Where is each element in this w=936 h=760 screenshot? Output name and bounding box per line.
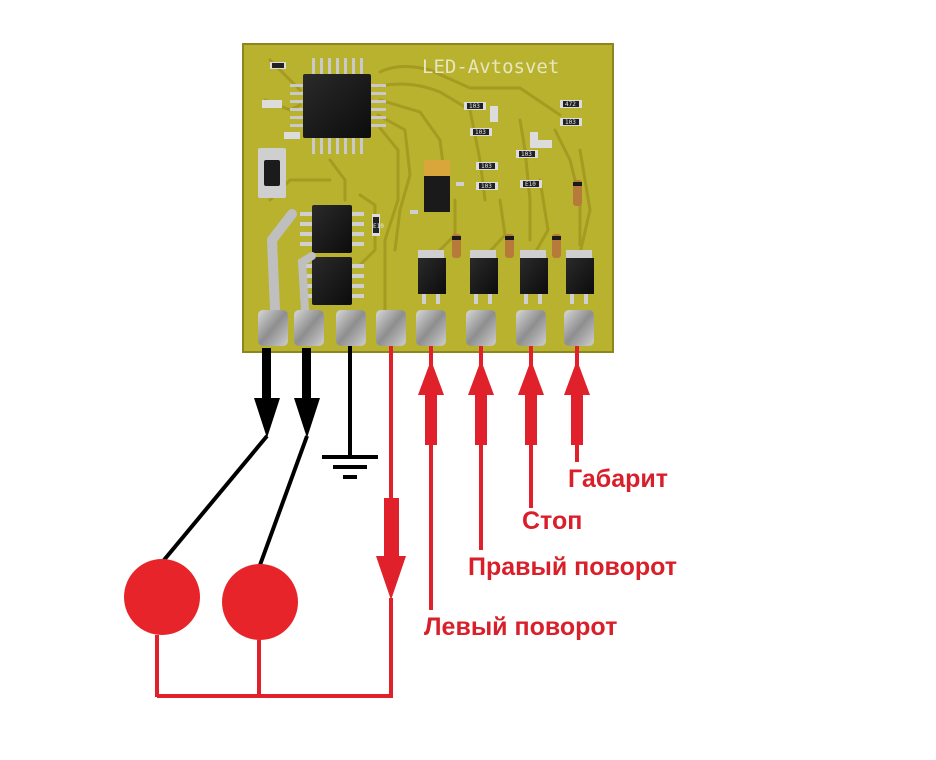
capacitor-smd — [262, 100, 282, 108]
transistor-4 — [566, 250, 594, 304]
component-code: 103 — [521, 151, 532, 158]
component-code: 103 — [481, 183, 492, 190]
diode-array — [452, 180, 582, 258]
lamp-icon — [124, 559, 200, 635]
driver-chip-upper — [300, 205, 364, 253]
input-right-turn — [468, 346, 494, 550]
input-left-turn — [418, 346, 444, 610]
arrow-up-icon — [418, 360, 444, 395]
red-common-wire — [155, 346, 406, 698]
solder-pads — [258, 310, 594, 346]
pad-right-turn — [466, 310, 496, 346]
pcb-board: LED-Avtosvet — [242, 43, 614, 353]
pad-lamp-1 — [258, 310, 288, 346]
label-left-turn: Левый поворот — [424, 613, 617, 641]
silkscreen-title: LED-Avtosvet — [422, 56, 559, 78]
voltage-regulator — [424, 176, 450, 212]
component-code: 103 — [469, 103, 480, 110]
microcontroller-chip — [290, 58, 386, 154]
arrow-down-icon — [376, 556, 406, 600]
resistor-array — [372, 100, 582, 236]
red-input-wires — [418, 346, 590, 610]
component-code: 472 — [565, 101, 576, 108]
pad-left-turn — [416, 310, 446, 346]
output-transistors — [418, 250, 594, 304]
pad-ground — [336, 310, 366, 346]
lamp-icon — [222, 564, 298, 640]
component-code: 103 — [481, 163, 492, 170]
arrow-down-icon — [254, 398, 280, 438]
black-output-wires — [162, 348, 320, 566]
power-trace — [297, 252, 316, 314]
label-stop: Стоп — [522, 507, 582, 535]
arrow-up-icon — [518, 360, 544, 395]
pad-marker-lights — [564, 310, 594, 346]
input-marker-lights — [564, 346, 590, 462]
power-trace — [266, 209, 297, 315]
capacitor-smd — [284, 132, 300, 139]
push-button-component — [258, 148, 286, 198]
arrow-up-icon — [468, 360, 494, 395]
component-code: E10 — [373, 223, 384, 230]
component-code: 103 — [565, 119, 576, 126]
ground-symbol-icon — [322, 346, 378, 479]
component-code: E10 — [525, 181, 536, 188]
wire-lamp-2 — [302, 348, 311, 400]
transistor-2 — [470, 250, 498, 304]
transistor-1 — [418, 250, 446, 304]
label-marker-lights: Габарит — [568, 465, 668, 493]
label-right-turn: Правый поворот — [468, 553, 677, 581]
component-code: 103 — [475, 129, 486, 136]
pad-lamp-2 — [294, 310, 324, 346]
pad-lamp-common — [376, 310, 406, 346]
transistor-3 — [520, 250, 548, 304]
pad-stop — [516, 310, 546, 346]
arrow-down-icon — [294, 398, 320, 438]
wire-lamp-1 — [262, 348, 271, 400]
tantalum-capacitor — [424, 160, 450, 178]
input-stop — [518, 346, 544, 508]
arrow-up-icon — [564, 360, 590, 395]
